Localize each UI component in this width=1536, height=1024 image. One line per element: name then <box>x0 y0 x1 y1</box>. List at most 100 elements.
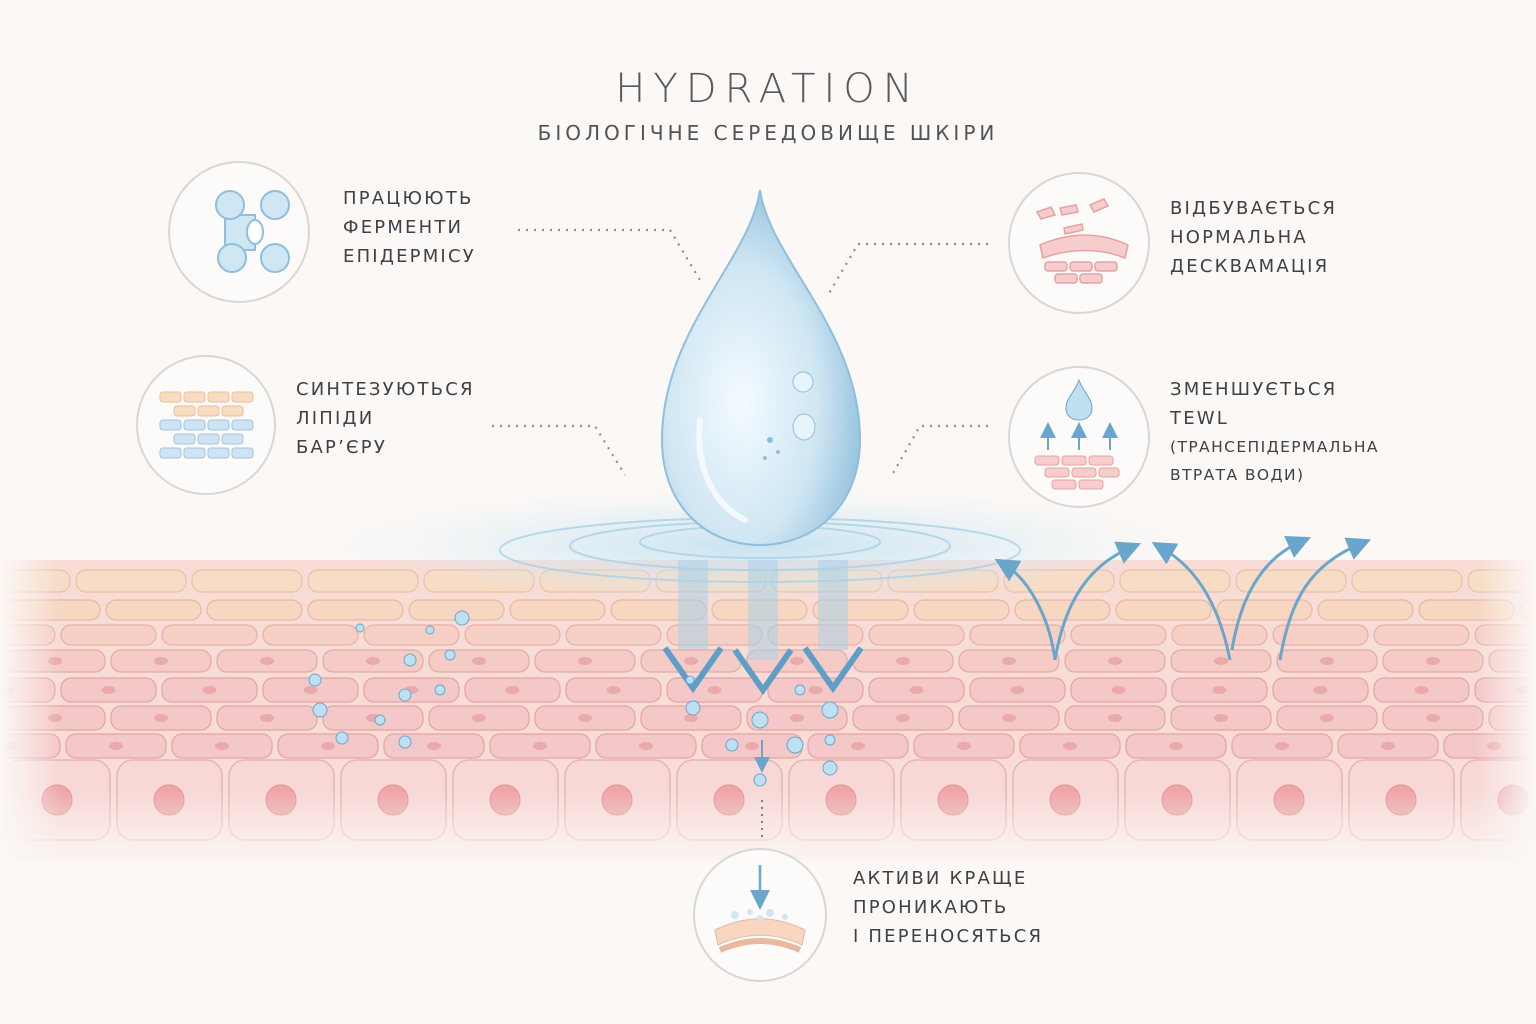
callout-line: ПРОНИКАЮТЬ <box>853 897 1009 918</box>
water-penetration-arrows <box>662 560 864 840</box>
skin-cell <box>969 624 1066 646</box>
skin-cell <box>307 569 419 593</box>
water-bubble <box>308 673 322 687</box>
skin-cell <box>767 624 864 646</box>
cell-nucleus <box>1212 686 1227 694</box>
callout-line: БАР’ЄРУ <box>296 437 388 458</box>
callout-line: ПРАЦЮЮТЬ <box>343 188 474 209</box>
water-bubble <box>425 625 435 635</box>
cell-nucleus <box>896 714 910 722</box>
skin-cell <box>75 569 187 593</box>
lipid-brick <box>231 447 254 459</box>
skin-cell <box>1235 569 1347 593</box>
cell-nucleus <box>215 742 229 750</box>
lipid-brick <box>173 405 196 417</box>
callout-line: НОРМАЛЬНА <box>1170 227 1308 248</box>
skin-cell <box>161 624 258 646</box>
cell-nucleus <box>1108 714 1122 722</box>
cell-nucleus <box>109 742 123 750</box>
water-bubble <box>444 649 456 661</box>
cell-nucleus <box>790 657 804 665</box>
water-bubble <box>794 684 806 696</box>
cell-nucleus <box>154 657 168 665</box>
lipid-brick <box>221 405 244 417</box>
cell-nucleus <box>1169 742 1183 750</box>
page-title: HYDRATION <box>615 66 921 112</box>
cell-nucleus <box>1426 714 1440 722</box>
skin-cell <box>464 624 561 646</box>
skin-cell <box>105 599 202 621</box>
skin-cell <box>1351 569 1463 593</box>
cell-nucleus <box>808 686 823 694</box>
water-bubble <box>751 711 769 729</box>
skin-cell <box>206 599 303 621</box>
callout-line: ЗМЕНШУЄТЬСЯ <box>1170 379 1338 400</box>
skin-cell <box>1119 569 1231 593</box>
water-bubble <box>753 773 767 787</box>
desquamation-icon <box>1035 198 1129 284</box>
tewl-arrows <box>994 535 1372 661</box>
cell-nucleus <box>1320 714 1334 722</box>
actives-penetration-icon <box>714 865 806 953</box>
skin-cell <box>60 624 157 646</box>
water-bubble <box>725 738 739 752</box>
lipid-barrier-icon <box>159 391 254 459</box>
callout-line: І ПЕРЕНОСЯТЬСЯ <box>853 926 1044 947</box>
lipid-brick <box>183 419 206 431</box>
water-bubble <box>822 760 838 776</box>
cell-nucleus <box>957 742 971 750</box>
skin-cell <box>509 599 606 621</box>
water-bubble <box>312 702 328 718</box>
cell-nucleus <box>366 657 380 665</box>
callout-line: (ТРАНСЕПІДЕРМАЛЬНА <box>1170 438 1379 456</box>
cell-nucleus <box>260 714 274 722</box>
skin-cell <box>1014 599 1111 621</box>
skin-cell <box>262 624 359 646</box>
skin-cell <box>1115 599 1212 621</box>
water-bubble <box>335 731 349 745</box>
water-bubble <box>786 736 804 754</box>
cell-nucleus <box>202 686 217 694</box>
water-bubble <box>398 688 412 702</box>
lipid-brick <box>159 419 182 431</box>
water-drop-icon <box>660 189 862 547</box>
cell-nucleus <box>745 742 759 750</box>
lipid-brick <box>159 391 182 403</box>
cell-nucleus <box>1320 657 1334 665</box>
cell-nucleus <box>1414 686 1429 694</box>
cell-nucleus <box>639 742 653 750</box>
cell-nucleus <box>1275 742 1289 750</box>
enzyme-molecule-icon <box>215 190 290 273</box>
lipid-brick <box>159 447 182 459</box>
water-bubble <box>374 714 386 726</box>
cell-nucleus <box>533 742 547 750</box>
skin-cell <box>363 624 460 646</box>
cell-nucleus <box>1426 657 1440 665</box>
cell-nucleus <box>578 657 592 665</box>
water-bubble <box>454 610 470 626</box>
callout-line: ДЕСКВАМАЦІЯ <box>1170 256 1330 277</box>
skin-cell <box>1272 624 1369 646</box>
lipid-brick <box>231 419 254 431</box>
cell-nucleus <box>505 686 520 694</box>
cell-nucleus <box>851 742 865 750</box>
callout-line: ЕПІДЕРМІСУ <box>343 246 476 267</box>
cell-nucleus <box>1381 742 1395 750</box>
skin-cell <box>1373 624 1470 646</box>
cell-nucleus <box>1002 657 1016 665</box>
cell-nucleus <box>472 714 486 722</box>
water-bubble <box>824 734 836 746</box>
cell-nucleus <box>303 686 318 694</box>
callout-actives: АКТИВИ КРАЩЕ ПРОНИКАЮТЬ І ПЕРЕНОСЯТЬСЯ <box>853 864 1043 951</box>
cell-nucleus <box>101 686 116 694</box>
callout-line: TEWL <box>1170 408 1229 429</box>
skin-cell <box>1171 624 1268 646</box>
callout-line: ВІДБУВАЄТЬСЯ <box>1170 198 1338 219</box>
cell-nucleus <box>606 686 621 694</box>
lipid-brick <box>207 419 230 431</box>
skin-cell <box>307 599 404 621</box>
cell-nucleus <box>578 714 592 722</box>
page-subtitle: БІОЛОГІЧНЕ СЕРЕДОВИЩЕ ШКІРИ <box>537 121 999 145</box>
lipid-brick <box>173 433 196 445</box>
